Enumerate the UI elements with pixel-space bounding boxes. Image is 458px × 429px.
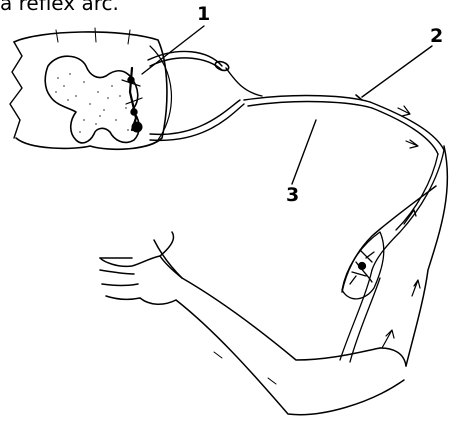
forearm-outline [176, 278, 406, 415]
forearm-arrows [382, 280, 420, 348]
upper-arm-outline [342, 146, 447, 366]
callout-1: 1 [197, 5, 210, 24]
callout-3: 3 [286, 186, 299, 205]
callout-leaders [142, 26, 432, 184]
diagram-caption: a reflex arc. [0, 0, 119, 15]
spinal-nerve [244, 95, 444, 154]
hand [100, 232, 182, 304]
callout-2: 2 [430, 27, 443, 46]
biceps-muscle [342, 232, 384, 299]
grey-matter [45, 56, 139, 143]
nerve-arrows [398, 106, 418, 148]
